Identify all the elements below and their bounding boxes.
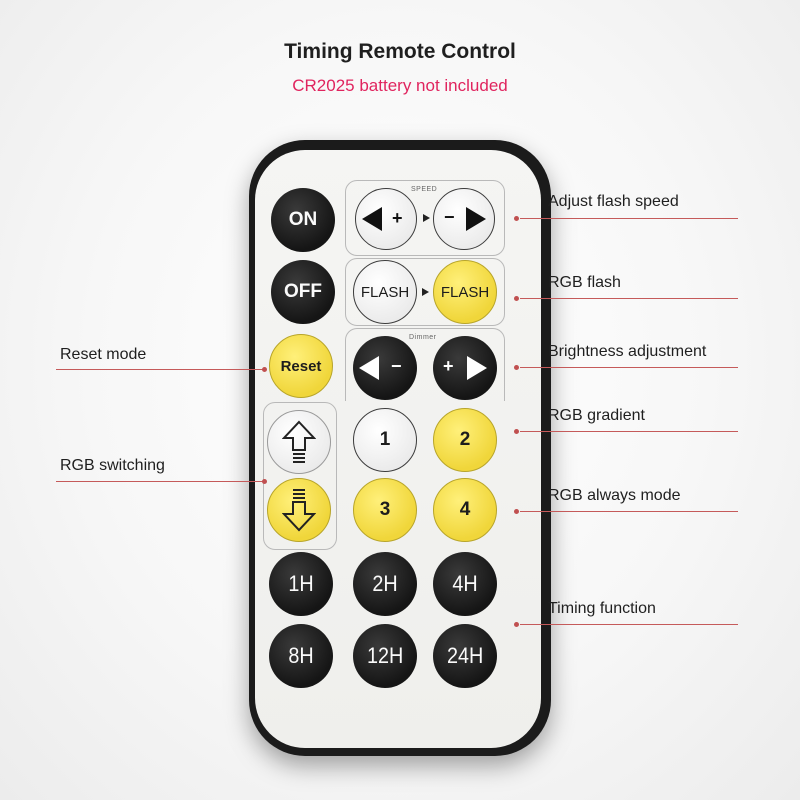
callout-rgb-always-mode: RGB always mode — [548, 487, 681, 504]
right-arrow-icon — [466, 207, 486, 231]
mode-2-button[interactable]: 2 — [433, 408, 497, 472]
callout-dot — [514, 216, 519, 221]
left-arrow-icon — [359, 356, 379, 380]
speed-down-button[interactable]: − — [433, 188, 495, 250]
callout-rgb-flash: RGB flash — [548, 274, 621, 291]
callout-dot — [262, 367, 267, 372]
flash-group-frame — [345, 258, 505, 326]
speed-arrow-icon — [423, 214, 430, 222]
rgb-switch-up-button[interactable] — [267, 410, 331, 474]
callout-dot — [514, 509, 519, 514]
callout-reset-mode: Reset mode — [60, 346, 147, 363]
callout-dot — [514, 429, 519, 434]
mode-4-label: 4 — [459, 499, 471, 520]
callout-line — [520, 624, 738, 625]
callout-line — [520, 298, 738, 299]
timer-4h-button[interactable]: 4H — [433, 552, 497, 616]
mode-2-label: 2 — [459, 429, 471, 450]
down-arrow-icon — [282, 489, 316, 532]
callout-line — [520, 218, 738, 219]
timer-4h-label: 4H — [452, 571, 478, 596]
timer-12h-button[interactable]: 12H — [353, 624, 417, 688]
timer-2h-label: 2H — [372, 571, 398, 596]
mode-3-button[interactable]: 3 — [353, 478, 417, 542]
rgb-switch-group-frame — [263, 402, 337, 550]
off-button-label: OFF — [284, 281, 322, 302]
on-button[interactable]: ON — [271, 188, 335, 252]
mode-1-label: 1 — [379, 429, 391, 450]
plus-icon: + — [443, 356, 454, 376]
reset-button[interactable]: Reset — [269, 334, 333, 398]
timer-8h-button[interactable]: 8H — [269, 624, 333, 688]
timer-24h-label: 24H — [446, 643, 484, 668]
timer-1h-label: 1H — [288, 571, 314, 596]
callout-dot — [514, 296, 519, 301]
dimmer-label: Dimmer — [409, 334, 437, 341]
timer-24h-button[interactable]: 24H — [433, 624, 497, 688]
dimmer-group-frame — [345, 328, 505, 401]
dimmer-down-button[interactable]: − — [353, 336, 417, 400]
timer-8h-label: 8H — [288, 643, 314, 668]
speed-group-frame — [345, 180, 505, 256]
plus-icon: + — [392, 208, 403, 228]
flash-button-label: FLASH — [360, 283, 410, 301]
dimmer-up-button[interactable]: + — [433, 336, 497, 400]
mode-1-button[interactable]: 1 — [353, 408, 417, 472]
speed-label: SPEED — [411, 186, 438, 193]
off-button[interactable]: OFF — [271, 260, 335, 324]
callout-line — [520, 431, 738, 432]
callout-dot — [514, 622, 519, 627]
timer-1h-button[interactable]: 1H — [269, 552, 333, 616]
right-arrow-icon — [467, 356, 487, 380]
callout-dot — [262, 479, 267, 484]
mode-3-label: 3 — [379, 499, 391, 520]
rgb-switch-down-button[interactable] — [267, 478, 331, 542]
reset-button-label: Reset — [280, 357, 322, 375]
callout-adjust-flash-speed: Adjust flash speed — [548, 193, 679, 210]
on-button-label: ON — [288, 209, 318, 230]
callout-line — [56, 369, 264, 370]
flash-mode-button[interactable]: FLASH — [433, 260, 497, 324]
callout-dot — [514, 365, 519, 370]
mode-4-button[interactable]: 4 — [433, 478, 497, 542]
callout-rgb-gradient: RGB gradient — [548, 407, 645, 424]
timer-2h-button[interactable]: 2H — [353, 552, 417, 616]
flash-button[interactable]: FLASH — [353, 260, 417, 324]
minus-icon: − — [444, 207, 455, 227]
up-arrow-icon — [282, 420, 316, 463]
callout-rgb-switching: RGB switching — [60, 457, 165, 474]
speed-up-button[interactable]: + — [355, 188, 417, 250]
minus-icon: − — [391, 356, 402, 376]
flash-mode-button-label: FLASH — [440, 283, 490, 301]
callout-line — [56, 481, 264, 482]
callout-brightness-adjustment: Brightness adjustment — [548, 343, 707, 360]
flash-arrow-icon — [422, 288, 429, 296]
page-title: Timing Remote Control — [284, 40, 516, 63]
callout-timing-function: Timing function — [548, 600, 656, 617]
callout-line — [520, 367, 738, 368]
left-arrow-icon — [362, 207, 382, 231]
timer-12h-label: 12H — [366, 643, 404, 668]
battery-note: CR2025 battery not included — [292, 76, 508, 95]
callout-line — [520, 511, 738, 512]
